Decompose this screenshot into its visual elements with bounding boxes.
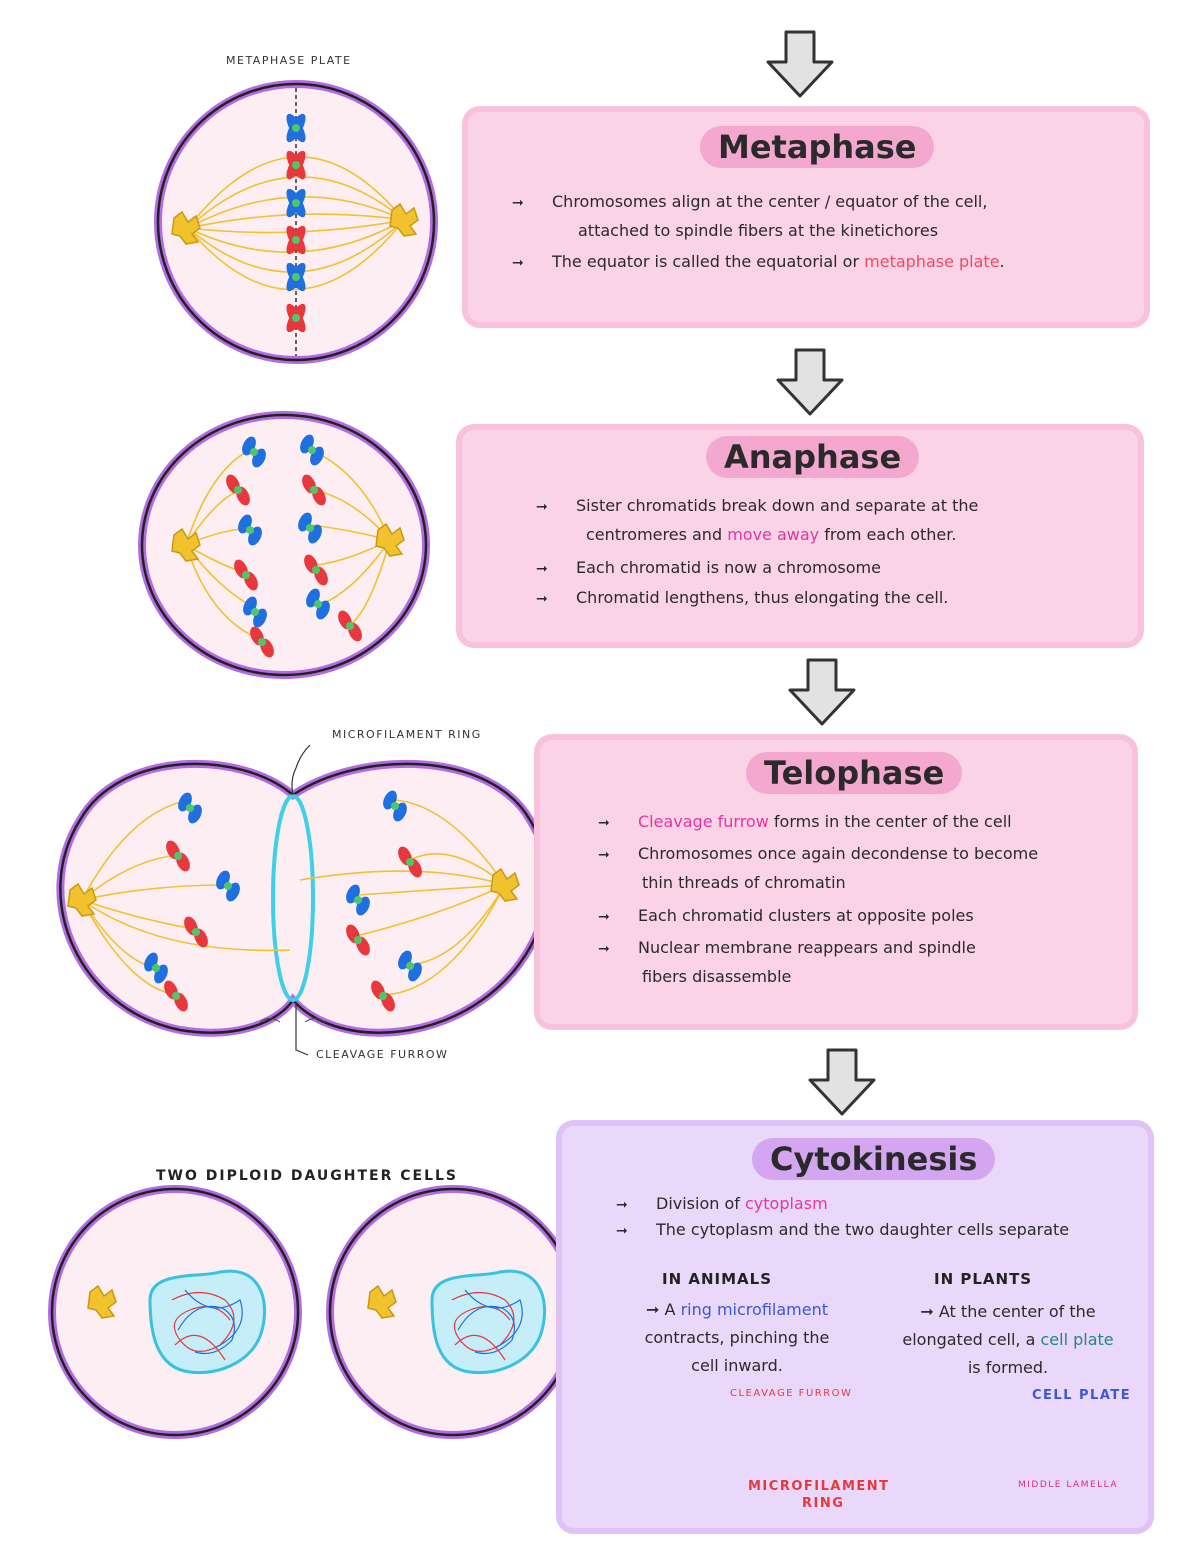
anaphase-cell bbox=[138, 411, 430, 679]
cytokinesis-title: Cytokinesis bbox=[752, 1138, 996, 1180]
cytokinesis-bullet-2: ➞The cytoplasm and the two daughter cell… bbox=[616, 1216, 1146, 1245]
arrow-bullet-icon: ➞ bbox=[616, 1223, 628, 1239]
arrow-bullet-icon: ➞ bbox=[536, 499, 548, 515]
telophase-bullet-4: ➞Nuclear membrane reappears and spindle … bbox=[598, 934, 1128, 991]
animals-description: ➞ A ring microfilament contracts, pinchi… bbox=[644, 1300, 830, 1375]
telophase-title: Telophase bbox=[746, 752, 963, 794]
anaphase-bullet-3: ➞Chromatid lengthens, thus elongating th… bbox=[536, 584, 1126, 613]
down-arrow-icon bbox=[788, 658, 856, 726]
arrow-bullet-icon: ➞ bbox=[598, 941, 610, 957]
daughter-cell-right bbox=[326, 1185, 580, 1439]
cytokinesis-bullet-1: ➞Division of cytoplasm bbox=[616, 1190, 1146, 1219]
metaphase-card bbox=[462, 106, 1150, 328]
cleavage-furrow-label: CLEAVAGE FURROW bbox=[316, 1048, 449, 1061]
arrow-bullet-icon: ➞ bbox=[536, 591, 548, 607]
in-plants-heading: IN PLANTS bbox=[934, 1270, 1033, 1288]
microfilament-ring-label: MICROFILAMENT RING bbox=[332, 728, 482, 741]
middle-lamella-label: MIDDLE LAMELLA bbox=[1018, 1480, 1119, 1490]
arrow-bullet-icon: ➞ bbox=[920, 1302, 939, 1321]
anaphase-bullet-1: ➞Sister chromatids break down and separa… bbox=[536, 492, 1126, 549]
cell-plate-label: CELL PLATE bbox=[1032, 1388, 1132, 1403]
cytokinesis-card bbox=[556, 1120, 1154, 1534]
plants-description: ➞ At the center of the elongated cell, a… bbox=[902, 1302, 1114, 1377]
animal-microfilament-label: MICROFILAMENT bbox=[748, 1479, 890, 1494]
metaphase-bullet-1: ➞Chromosomes align at the center / equat… bbox=[512, 188, 1132, 245]
arrow-bullet-icon: ➞ bbox=[512, 255, 524, 271]
daughter-cells-label: TWO DIPLOID DAUGHTER CELLS bbox=[156, 1168, 459, 1184]
metaphase-title: Metaphase bbox=[700, 126, 935, 168]
metaphase-cell bbox=[154, 80, 438, 364]
in-animals-heading: IN ANIMALS bbox=[662, 1270, 772, 1288]
telophase-cell bbox=[56, 744, 552, 1056]
telophase-bullet-2: ➞Chromosomes once again decondense to be… bbox=[598, 840, 1128, 897]
anaphase-title: Anaphase bbox=[706, 436, 920, 478]
metaphase-plate-label: METAPHASE PLATE bbox=[226, 54, 352, 67]
arrow-bullet-icon: ➞ bbox=[536, 561, 548, 577]
arrow-bullet-icon: ➞ bbox=[598, 815, 610, 831]
arrow-bullet-icon: ➞ bbox=[646, 1300, 665, 1319]
anaphase-bullet-2: ➞Each chromatid is now a chromosome bbox=[536, 554, 1126, 583]
down-arrow-icon bbox=[766, 30, 834, 98]
animal-cleavage-furrow-label: CLEAVAGE FURROW bbox=[730, 1388, 853, 1399]
down-arrow-icon bbox=[808, 1048, 876, 1116]
telophase-bullet-1: ➞Cleavage furrow forms in the center of … bbox=[598, 808, 1128, 837]
animal-ring-label: RING bbox=[802, 1496, 845, 1511]
arrow-bullet-icon: ➞ bbox=[598, 909, 610, 925]
metaphase-bullet-2: ➞The equator is called the equatorial or… bbox=[512, 248, 1132, 277]
down-arrow-icon bbox=[776, 348, 844, 416]
arrow-bullet-icon: ➞ bbox=[616, 1197, 628, 1213]
arrow-bullet-icon: ➞ bbox=[512, 195, 524, 211]
daughter-cell-left bbox=[48, 1185, 302, 1439]
arrow-bullet-icon: ➞ bbox=[598, 847, 610, 863]
telophase-bullet-3: ➞Each chromatid clusters at opposite pol… bbox=[598, 902, 1128, 931]
